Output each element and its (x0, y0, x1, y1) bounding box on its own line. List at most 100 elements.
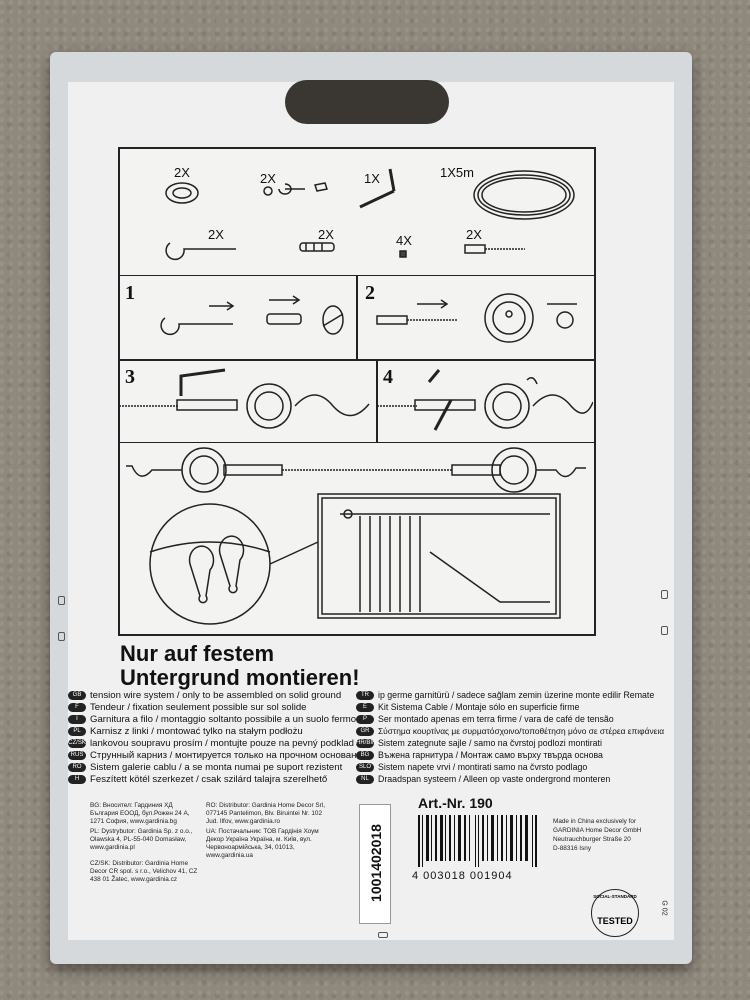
lang-row-pl: PL Karnisz z linki / montować tylko na st… (68, 726, 303, 737)
step-3-illustration (119, 368, 370, 429)
lang-code: H (68, 774, 86, 784)
social-standard-badge: SOCIAL-STANDARD TESTED (591, 889, 639, 937)
lang-row-rus: RUS Струнный карниз / монтируется только … (68, 750, 367, 761)
lang-code: SLO (356, 763, 374, 773)
lang-row-slo: SLO Sistem napete vrvi / montirati samo n… (356, 762, 587, 773)
kit-qty-ring: 2X (174, 165, 190, 180)
lang-code: E (356, 703, 374, 713)
lang-row-h: H Feszített kötél szerkezet / csak szilár… (68, 774, 327, 785)
staple (378, 932, 388, 938)
manufacturer-info: Made in China exclusively for GARDINIA H… (553, 817, 663, 853)
lang-row-e: E Kit Sistema Cable / Montaje sólo en sup… (356, 702, 579, 713)
step-1-cell: 1 (118, 275, 358, 361)
staple (58, 596, 65, 605)
instruction-diagram: 2X 2X 1X 1X5m 2X 2X 4X 2X (118, 147, 596, 636)
wire-coil-icon (473, 170, 575, 220)
manufacturer-line4: D-88316 Isny (553, 845, 592, 852)
badge-top-text: SOCIAL-STANDARD (593, 894, 637, 899)
distributor-pl: PL: Dystrybutor: Gardinia Sp. z o.o., Ol… (90, 828, 193, 851)
side-code: G 02 (660, 900, 668, 916)
lang-code: HR/BIH (356, 739, 377, 749)
headline-line1: Nur auf festem (120, 641, 275, 666)
step-number: 1 (125, 282, 135, 304)
badge-bottom-text: TESTED (597, 916, 633, 926)
lang-text: tension wire system / only to be assembl… (90, 690, 342, 701)
lang-text: Sistem galerie cablu / a se monta numai … (90, 762, 343, 773)
lang-row-nl: NL Draadspan systeem / Alleen op vaste on… (356, 774, 610, 785)
lang-code: BG (356, 751, 374, 761)
tensioner-icon (464, 244, 486, 254)
kit-qty-tensioner: 2X (466, 227, 482, 242)
distributor-bg: BG: Вносител: Гардиния ХД България ЕООД,… (90, 802, 190, 825)
ring-icon (165, 182, 199, 204)
step-number: 2 (365, 282, 375, 304)
sticker-code: 1001402018 (368, 824, 384, 902)
lang-text: Sistem zategnute sajle / samo na čvrstoj… (378, 738, 602, 748)
kit-qty-set-screw: 4X (396, 233, 412, 248)
lang-row-bg: BG Въжена гарнитура / Монтаж само върху т… (356, 750, 603, 761)
barcode: 4 003018 001904 (412, 815, 544, 882)
lang-code: CZ/SK (68, 738, 86, 748)
lang-text: Kit Sistema Cable / Montaje sólo en supe… (378, 702, 580, 712)
screw-eye-icon (278, 183, 305, 195)
kit-illustrations (165, 168, 575, 261)
overview-illustration (126, 447, 586, 625)
step-4-cell: 4 (376, 359, 596, 443)
lang-code: F (68, 702, 86, 712)
wall-plug-icon (299, 242, 335, 252)
step-2-cell: 2 (356, 275, 596, 361)
headline-line2: Untergrund montieren! (120, 665, 360, 690)
lang-code: TR (356, 691, 374, 701)
staple (661, 590, 668, 599)
lang-text: Sistem napete vrvi / montirati samo na č… (378, 762, 588, 772)
staple (58, 632, 65, 641)
lang-text: Σύστημα κουρτίνας με συρματόσχοινο/τοποθ… (378, 726, 665, 736)
step-4-illustration (377, 369, 593, 431)
lang-text: Въжена гарнитура / Монтаж само върху твъ… (378, 750, 603, 760)
headline: Nur auf festem Untergrund montieren! (120, 642, 360, 690)
step-number: 3 (125, 366, 135, 388)
step-3-cell: 3 (118, 359, 378, 443)
kit-qty-hook: 2X (208, 227, 224, 242)
step-number: 4 (383, 366, 393, 388)
lang-code: NL (356, 775, 374, 785)
lang-text: Струнный карниз / монтируется только на … (90, 750, 368, 761)
step-2-illustration (376, 293, 577, 343)
sticker-label: 1001402018 (359, 804, 391, 924)
set-screw-icon (399, 250, 407, 258)
manufacturer-line1: Made in China exclusively for (553, 818, 637, 825)
distributor-ua: UA: Постачальник: ТОВ Гардінія Хоум Деко… (206, 828, 319, 859)
kit-qty-screw-eye: 2X (260, 171, 276, 186)
lang-text: Tendeur / fixation seulement possible su… (90, 702, 307, 713)
distributor-cz: CZ/SK: Distributor: Gardinia Home Decor … (90, 860, 198, 883)
lang-code: PL (68, 726, 86, 736)
kit-qty-wire: 1X5m (440, 165, 474, 180)
kit-qty-plug: 2X (318, 227, 334, 242)
lang-text: Karnisz z linki / montować tylko na stał… (90, 726, 303, 737)
lang-text: ip germe garnitürü / sadece sağlam zemin… (378, 690, 655, 700)
lang-code: P (356, 715, 374, 725)
lang-code: I (68, 714, 86, 724)
article-number: Art.-Nr. 190 (418, 795, 493, 811)
barcode-bars (418, 815, 537, 867)
step-1-illustration (160, 295, 344, 336)
hex-key-icon (359, 168, 396, 209)
distributor-ro: RO: Distributor: Gardinia Home Decor Srl… (206, 802, 325, 825)
lang-row-tr: TR ip germe garnitürü / sadece sağlam zem… (356, 690, 654, 701)
hook-icon (165, 242, 236, 261)
lang-text: Draadspan systeem / Alleen op vaste onde… (378, 774, 611, 784)
hang-hole (285, 80, 449, 124)
lang-row-f: F Tendeur / fixation seulement possible s… (68, 702, 307, 713)
lang-code: RUS (68, 750, 86, 760)
lang-text: Ser montado apenas em terra firme / vara… (378, 714, 614, 724)
lang-text: Garnitura a filo / montaggio soltanto po… (90, 714, 357, 725)
manufacturer-line2: GARDINIA Home Decor GmbH (553, 827, 642, 834)
manufacturer-line3: Neutrauchburger Straße 20 (553, 836, 631, 843)
lang-text: Feszített kötél szerkezet / csak szilárd… (90, 774, 328, 785)
lang-row-i: I Garnitura a filo / montaggio soltanto p… (68, 714, 356, 725)
